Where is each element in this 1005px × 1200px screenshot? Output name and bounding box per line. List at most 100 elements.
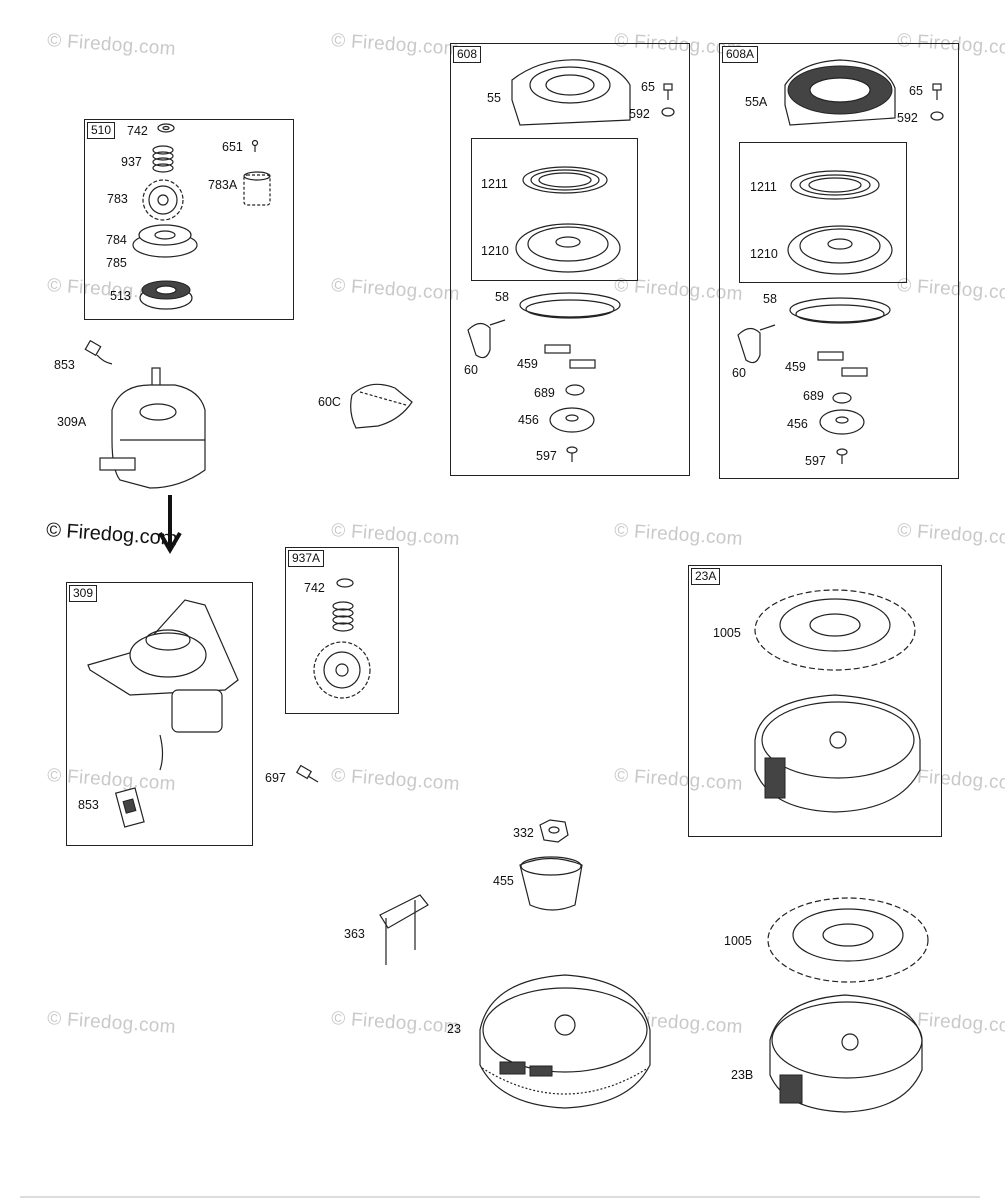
- part-label: 742: [304, 581, 325, 595]
- spring-1211-icon: [522, 166, 608, 194]
- connector-853-icon: [114, 787, 145, 828]
- group-tag: 23A: [691, 568, 721, 585]
- group-box-510: 510: [84, 119, 294, 320]
- washer-742-icon: [336, 578, 354, 588]
- part-label: 58: [763, 292, 777, 306]
- fan-1005-icon: [754, 589, 916, 671]
- ring-689-icon: [565, 384, 585, 396]
- part-label: 597: [805, 454, 826, 468]
- part-label: 853: [54, 358, 75, 372]
- nut-592-icon: [661, 107, 675, 117]
- group-box-608a-inner: [739, 142, 907, 283]
- part-label: 697: [265, 771, 286, 785]
- starter-motor-309-icon: [87, 599, 239, 771]
- dog-459-icon: [544, 344, 596, 369]
- spring-1211-icon: [790, 170, 880, 200]
- part-label: 783A: [208, 178, 238, 192]
- gear-783-icon: [142, 179, 184, 221]
- housing-55-icon: [511, 59, 631, 126]
- starter-motor-309a-icon: [99, 367, 206, 489]
- gear-937a-icon: [313, 641, 371, 699]
- part-label: 592: [629, 107, 650, 121]
- nut-592-icon: [930, 111, 944, 121]
- part-label: 58: [495, 290, 509, 304]
- pulley-1210-icon: [787, 225, 893, 275]
- part-label: 60: [732, 366, 746, 380]
- drive-513-icon: [139, 280, 193, 310]
- part-label: 651: [222, 140, 243, 154]
- rope-guide-60c-icon: [350, 383, 413, 429]
- flywheel-23b-icon: [769, 994, 923, 1113]
- group-tag: 309: [69, 585, 98, 602]
- cup-455-icon: [519, 856, 583, 911]
- group-tag: 510: [87, 122, 116, 139]
- part-label: 1005: [724, 934, 752, 948]
- part-label: 785: [106, 256, 127, 270]
- group-tag: 937A: [288, 550, 325, 567]
- connector-853-icon: [84, 339, 113, 365]
- part-label: 1211: [750, 180, 777, 194]
- washer-742-icon: [157, 123, 175, 133]
- part-label: 60C: [318, 395, 341, 409]
- spring-58-icon: [519, 292, 621, 319]
- part-label: 456: [787, 417, 808, 431]
- part-label: 455: [493, 874, 514, 888]
- part-label: 332: [513, 826, 534, 840]
- group-box-309: 309: [66, 582, 253, 846]
- retainer-456-icon: [819, 409, 865, 435]
- part-label: 592: [897, 111, 918, 125]
- part-label: 65: [909, 84, 923, 98]
- part-label: 456: [518, 413, 539, 427]
- handle-60-icon: [737, 324, 776, 364]
- part-label: 65: [641, 80, 655, 94]
- part-label: 937: [121, 155, 142, 169]
- fan-1005-icon: [767, 897, 929, 983]
- part-label: 1211: [481, 177, 508, 191]
- bracket-363-icon: [379, 894, 429, 965]
- part-label: 742: [127, 124, 148, 138]
- ring-689-icon: [832, 392, 852, 404]
- screw-697-icon: [295, 764, 319, 783]
- part-label: 783: [107, 192, 128, 206]
- part-label: 55A: [745, 95, 768, 109]
- group-tag: 608: [453, 46, 482, 63]
- clutch-784-icon: [132, 224, 198, 258]
- part-label: 363: [344, 927, 365, 941]
- bottom-divider: [20, 1196, 980, 1198]
- part-label: 55: [487, 91, 501, 105]
- retainer-456-icon: [549, 407, 595, 433]
- part-label: 23B: [731, 1068, 754, 1082]
- group-box-608-inner: [471, 138, 638, 281]
- arrow-down-icon: [158, 495, 182, 554]
- part-label: 60: [464, 363, 478, 377]
- part-label: 513: [110, 289, 131, 303]
- part-label: 459: [785, 360, 806, 374]
- part-label: 597: [536, 449, 557, 463]
- part-label: 1210: [481, 244, 509, 258]
- part-label: 853: [78, 798, 99, 812]
- spring-58-icon: [789, 297, 891, 324]
- part-label: 689: [534, 386, 555, 400]
- flywheel-23a-icon: [754, 694, 921, 813]
- group-tag: 608A: [722, 46, 759, 63]
- dog-459-icon: [817, 351, 868, 377]
- screw-597-icon: [566, 446, 578, 462]
- bolt-65-icon: [932, 83, 942, 100]
- part-label: 1210: [750, 247, 778, 261]
- bolt-65-icon: [663, 83, 673, 100]
- screw-597-icon: [836, 448, 848, 464]
- part-label: 23: [447, 1022, 461, 1036]
- part-label: 459: [517, 357, 538, 371]
- part-label: 309A: [57, 415, 87, 429]
- spring-937-icon: [332, 601, 354, 632]
- handle-60-icon: [467, 319, 506, 359]
- part-label: 689: [803, 389, 824, 403]
- flywheel-23-icon: [479, 974, 651, 1109]
- part-label: 784: [106, 233, 127, 247]
- group-box-608a: 608A: [719, 43, 959, 479]
- nut-332-icon: [539, 819, 569, 843]
- screw-651-icon: [251, 139, 259, 152]
- housing-55a-icon: [784, 59, 896, 126]
